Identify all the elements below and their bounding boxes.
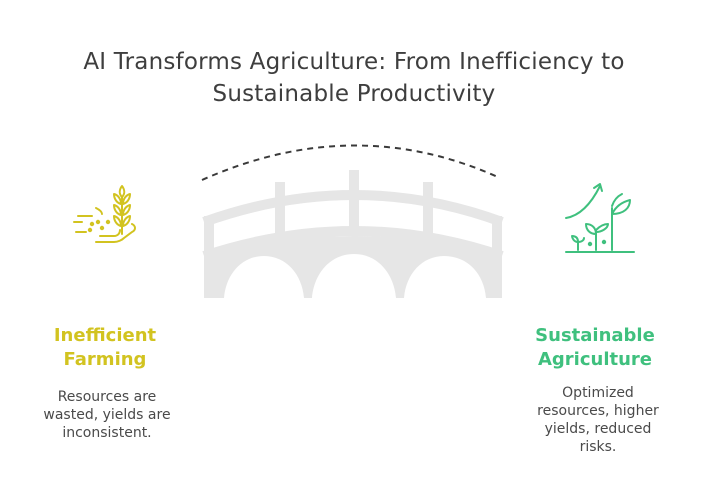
right-label-line-1: Sustainable: [535, 325, 655, 346]
right-desc-line-3: yields, reduced: [544, 421, 652, 437]
left-desc-line-2: wasted, yields are: [43, 407, 171, 423]
right-desc-line-1: Optimized: [562, 385, 634, 401]
growing-plant-icon: [565, 183, 635, 253]
inefficient-farming-label: Inefficient Farming: [30, 324, 180, 372]
bridge-icon: [201, 144, 504, 298]
page-title: AI Transforms Agriculture: From Ineffici…: [0, 46, 708, 110]
left-label-line-1: Inefficient: [53, 325, 157, 346]
title-line-2: Sustainable Productivity: [212, 81, 496, 107]
right-desc-line-4: risks.: [579, 439, 617, 455]
left-desc-line-3: inconsistent.: [62, 425, 152, 441]
right-desc-line-2: resources, higher: [537, 403, 659, 419]
sustainable-agriculture-description: Optimized resources, higher yields, redu…: [518, 384, 678, 456]
title-line-1: AI Transforms Agriculture: From Ineffici…: [83, 49, 625, 75]
left-label-line-2: Farming: [63, 349, 147, 370]
right-label-line-2: Agriculture: [537, 349, 653, 370]
left-desc-line-1: Resources are: [57, 389, 157, 405]
dashed-arc: [201, 144, 501, 181]
wheat-hand-icon: [73, 185, 136, 243]
sustainable-agriculture-label: Sustainable Agriculture: [520, 324, 670, 372]
inefficient-farming-description: Resources are wasted, yields are inconsi…: [22, 388, 192, 442]
